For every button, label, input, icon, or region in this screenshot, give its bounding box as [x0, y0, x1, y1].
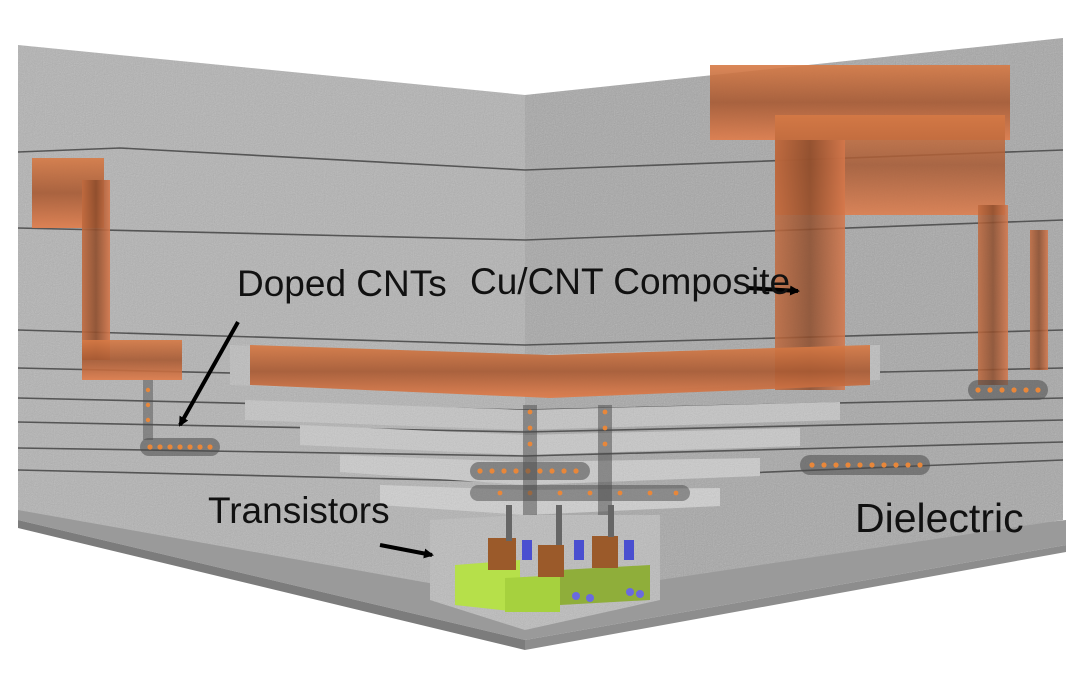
doped-cnts-arrow [178, 321, 240, 427]
cu-cnt-composite-label: Cu/CNT Composite [470, 261, 791, 302]
transistor-array [455, 505, 650, 612]
copper-left [32, 158, 182, 380]
copper-horizontal-line [250, 345, 870, 398]
dielectric-label: Dielectric [855, 495, 1024, 541]
arrows [178, 285, 800, 559]
cu-cnt-composite-arrow [747, 285, 800, 296]
transistors-label: Transistors [208, 490, 390, 531]
doped-cnts-label: Doped CNTs [237, 263, 447, 304]
copper-top-right [710, 65, 1048, 390]
doped-cnt-lines [140, 380, 1048, 515]
transistors-arrow [379, 543, 434, 559]
